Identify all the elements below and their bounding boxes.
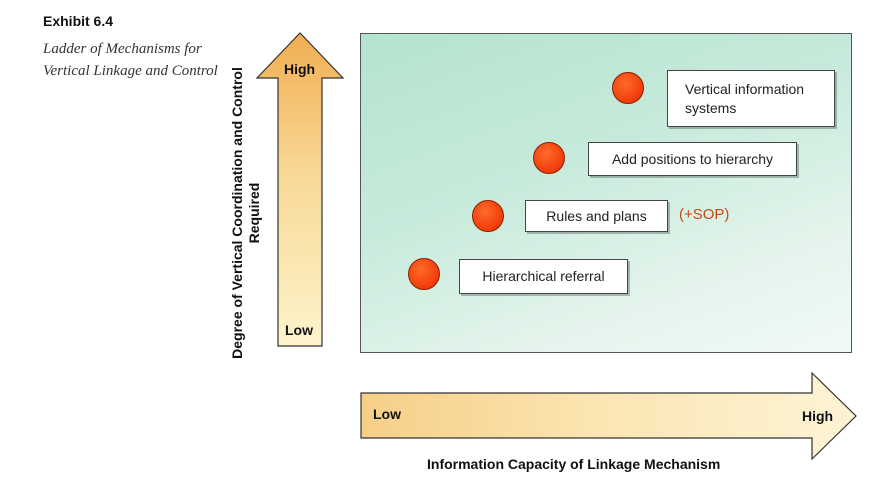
mechanism-label: Rules and plans	[546, 207, 647, 224]
mechanism-marker	[612, 72, 644, 104]
exhibit-title: Ladder of Mechanisms for Vertical Linkag…	[43, 41, 218, 79]
mechanism-label: Hierarchical referral	[482, 268, 605, 284]
mechanism-marker	[472, 200, 504, 232]
horizontal-axis-low-label: Low	[373, 406, 401, 422]
mechanism-label-box: Add positions to hierarchy	[588, 142, 797, 176]
horizontal-axis-arrow	[360, 371, 857, 461]
mechanism-label-box: Hierarchical referral	[459, 259, 628, 294]
mechanism-note: (+SOP)	[679, 206, 730, 223]
mechanism-label: Vertical information systems	[685, 80, 805, 116]
horizontal-axis-title: Information Capacity of Linkage Mechanis…	[427, 456, 721, 472]
mechanism-marker	[408, 258, 440, 290]
vertical-axis-high-label: High	[284, 61, 316, 77]
mechanism-label-box: Vertical information systems	[667, 70, 835, 127]
vertical-axis-title: Degree of Vertical Coordination and Cont…	[229, 67, 262, 359]
mechanism-label: Add positions to hierarchy	[611, 150, 774, 167]
horizontal-axis-high-label: High	[802, 408, 834, 424]
vertical-axis-low-label: Low	[285, 322, 313, 338]
vertical-axis-arrow	[255, 32, 345, 347]
mechanism-marker	[533, 142, 565, 174]
mechanism-label-box: Rules and plans	[525, 200, 668, 232]
exhibit-number: Exhibit 6.4	[43, 13, 114, 29]
